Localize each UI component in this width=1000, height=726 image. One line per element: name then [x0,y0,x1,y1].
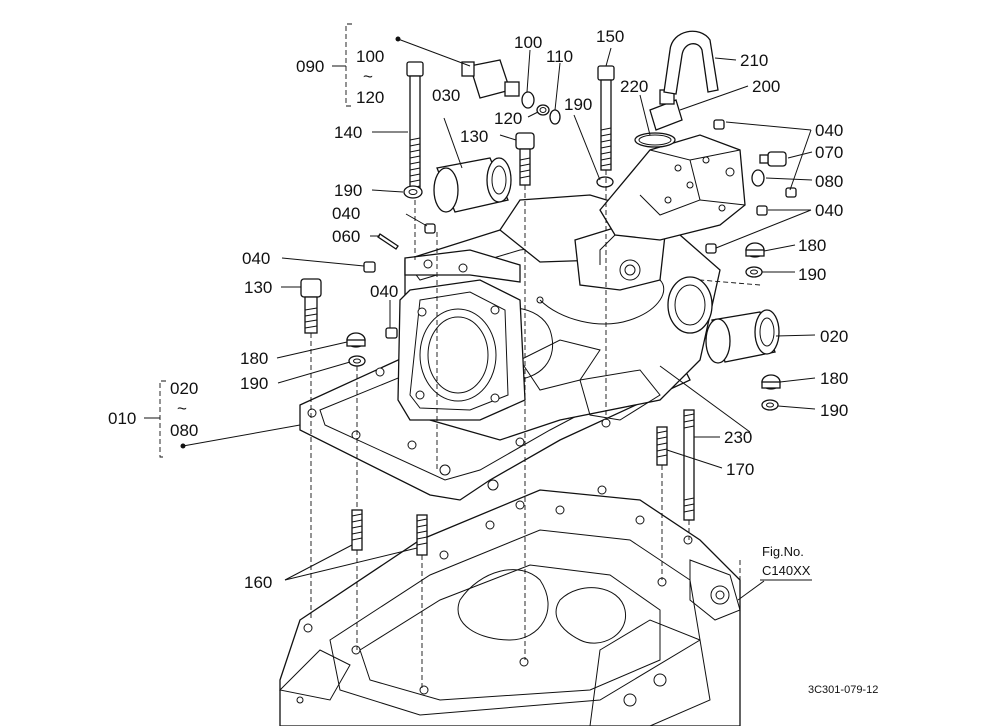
label-010: 010 [108,409,136,428]
fig-no-value: C140XX [762,563,811,578]
stud-170 [656,426,668,466]
stud-160-left [351,509,363,551]
label-200: 200 [752,77,780,96]
bolt-150 [597,65,615,171]
transmission-case [278,485,741,726]
part-labels: 090 100 ~ 120 100 110 120 150 210 220 20… [108,27,848,592]
label-080-range-end: 080 [170,421,198,440]
label-180-upper-right: 180 [798,236,826,255]
label-110: 110 [546,47,573,66]
label-tilde-1: ~ [363,67,373,86]
label-180-lower-right: 180 [820,369,848,388]
label-130-lower: 130 [244,278,272,297]
drawing-code: 3C301-079-12 [808,684,878,696]
label-tilde-2: ~ [177,399,187,418]
bolt-130-lower [300,278,322,334]
label-030: 030 [432,86,460,105]
leader-lines [180,36,816,601]
valve-block [599,134,746,265]
label-230: 230 [724,428,752,447]
label-190-upper-right: 190 [798,265,826,284]
bushing-020 [705,309,780,364]
hydraulic-body [397,194,721,441]
label-210: 210 [740,51,768,70]
label-120-range-end: 120 [356,88,384,107]
label-080-top: 080 [815,172,843,191]
label-190-near-150: 190 [564,95,592,114]
figure-info: Fig.No. C140XX 3C301-079-12 [760,544,878,696]
stud-160-right [416,514,428,556]
stud-230 [683,409,695,521]
bushing-030 [433,157,512,213]
fig-no-label: Fig.No. [762,544,804,559]
alignment-lines [310,170,761,726]
label-160: 160 [244,573,272,592]
label-020-right: 020 [820,327,848,346]
bolt-130-upper [515,132,535,186]
label-190-upper-left: 190 [334,181,362,200]
label-100-range-start: 100 [356,47,384,66]
label-040-top-right: 040 [815,121,843,140]
label-040-left: 040 [242,249,270,268]
label-170: 170 [726,460,754,479]
label-060: 060 [332,227,360,246]
label-180-left: 180 [240,349,268,368]
label-070: 070 [815,143,843,162]
label-140: 140 [334,123,362,142]
label-220: 220 [620,77,648,96]
bolt-140 [406,61,424,195]
label-190-lower-right: 190 [820,401,848,420]
label-090: 090 [296,57,324,76]
label-040-middle: 040 [370,282,398,301]
label-130-upper: 130 [460,127,488,146]
small-hardware [346,30,797,411]
label-040-upper-left: 040 [332,204,360,223]
label-020-range-start: 020 [170,379,198,398]
label-100: 100 [514,33,542,52]
label-190-left: 190 [240,374,268,393]
label-040-right: 040 [815,201,843,220]
group-brackets [144,23,352,458]
label-150: 150 [596,27,624,46]
label-120: 120 [494,109,522,128]
